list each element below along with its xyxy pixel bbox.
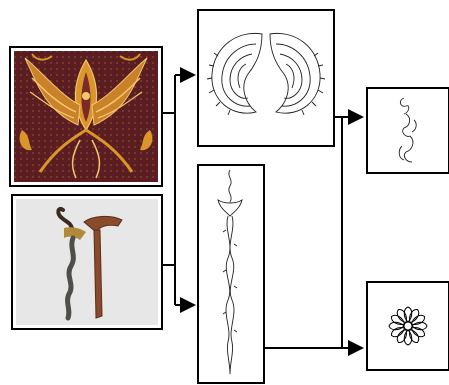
- keris-blade-sketch: [198, 165, 264, 383]
- keris-photo: [12, 195, 162, 329]
- small-ornament-sketch: [367, 88, 449, 173]
- batik-motif-sketch: [198, 10, 334, 146]
- connector-to-details: [264, 117, 362, 348]
- batik-photo: [10, 47, 162, 186]
- flower-sketch: [367, 282, 449, 370]
- connector-photos-to-sketches: [162, 75, 194, 305]
